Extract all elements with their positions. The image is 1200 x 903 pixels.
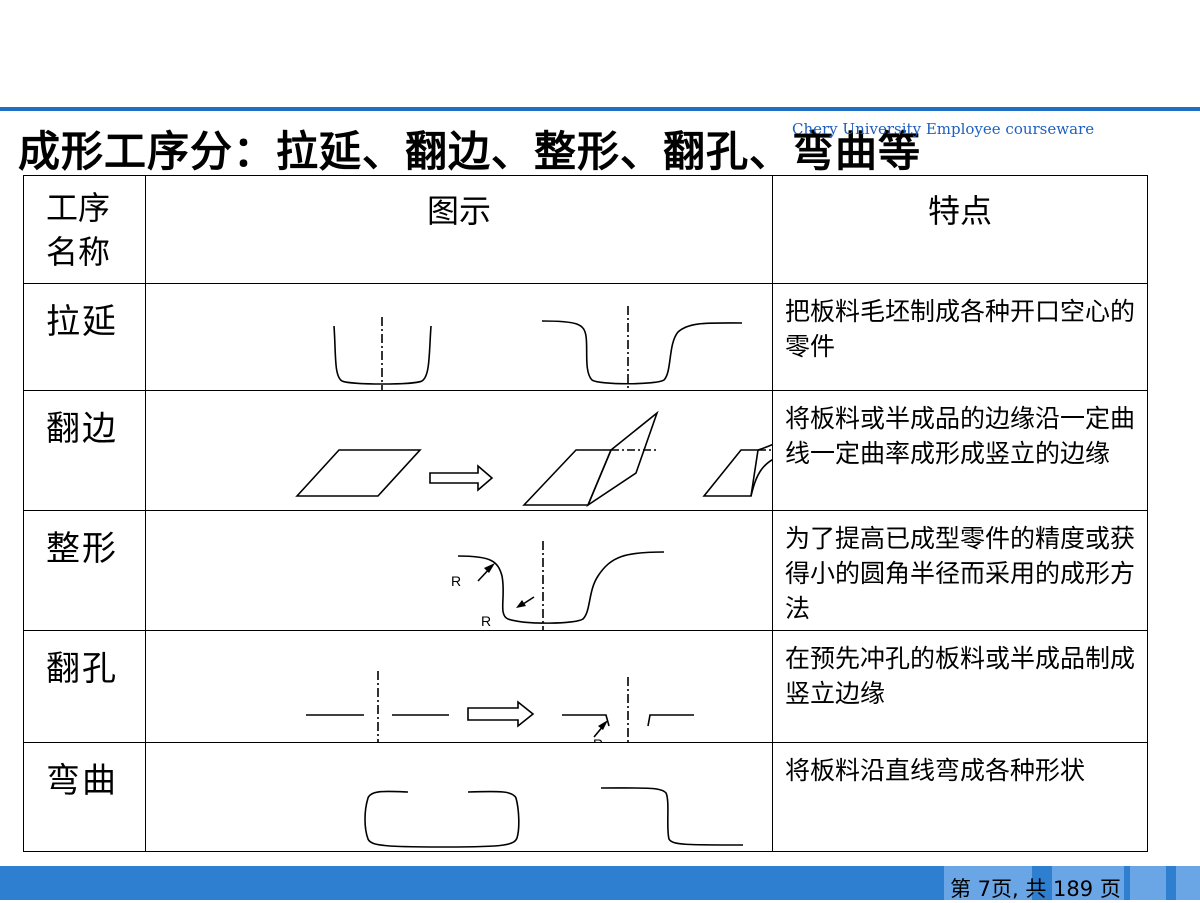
hole-flanging-diagram: R [306, 671, 694, 743]
process-feature: 把板料毛坯制成各种开口空心的零件 [772, 283, 1148, 391]
header-figure: 图示 [145, 175, 773, 284]
process-name: 拉延 [23, 283, 146, 391]
process-feature: 为了提高已成型零件的精度或获得小的圆角半径而采用的成形方法 [772, 510, 1148, 631]
footer-deco-box [1130, 866, 1166, 900]
restriking-figure: R R [145, 510, 773, 631]
bending-diagram [364, 787, 744, 848]
table-row: 整形 R R 为了提高已成型零件的精度或获得小的圆角半径而采用的成形方法 [23, 510, 1148, 631]
process-name: 翻孔 [23, 630, 146, 743]
drawing-figure [145, 283, 773, 391]
table-row: 翻孔 R 在预先冲孔的板料或半成品制成竖立边缘 [23, 630, 1148, 743]
flanging-figure [145, 390, 773, 511]
table-row: 弯曲 将板料沿直线弯成各种形状 [23, 742, 1148, 852]
radius-label: R [593, 736, 603, 743]
process-name: 整形 [23, 510, 146, 631]
radius-label: R [481, 613, 491, 629]
flanging-diagram [295, 410, 773, 508]
process-feature: 将板料或半成品的边缘沿一定曲线一定曲率成形成竖立的边缘 [772, 390, 1148, 511]
footer-total-box [1052, 866, 1124, 900]
process-feature: 将板料沿直线弯成各种形状 [772, 742, 1148, 852]
header-divider-line [0, 107, 1200, 111]
footer-deco-box [1176, 866, 1200, 900]
restriking-diagram: R R [451, 541, 665, 631]
header-process-name: 工序 名称 [23, 175, 146, 284]
drawing-diagram [333, 306, 743, 391]
header-features: 特点 [772, 175, 1148, 284]
table-row: 拉延 把板料毛坯制成各种开口空心的零件 [23, 283, 1148, 391]
page-number: 第 7页, 共 189 页 [950, 877, 1121, 901]
slide-title: 成形工序分：拉延、翻边、整形、翻孔、弯曲等 [18, 127, 922, 176]
process-table: 工序 名称 图示 特点 拉延 把板料毛坯制成各种开口空心的零件 翻边 [23, 175, 1148, 852]
bending-figure [145, 742, 773, 852]
process-name: 弯曲 [23, 742, 146, 852]
table-header-row: 工序 名称 图示 特点 [23, 175, 1148, 284]
hole-flanging-figure: R [145, 630, 773, 743]
header-name-line2: 名称 [46, 233, 111, 271]
process-name: 翻边 [23, 390, 146, 511]
radius-label: R [451, 573, 461, 589]
header-name-line1: 工序 [46, 189, 111, 227]
table-row: 翻边 将板料或半成品的边缘沿一定曲线一定曲率成形成竖立的边缘 [23, 390, 1148, 511]
footer-page-box [944, 866, 1032, 900]
process-feature: 在预先冲孔的板料或半成品制成竖立边缘 [772, 630, 1148, 743]
courseware-watermark: Chery University Employee courseware [792, 120, 1095, 138]
